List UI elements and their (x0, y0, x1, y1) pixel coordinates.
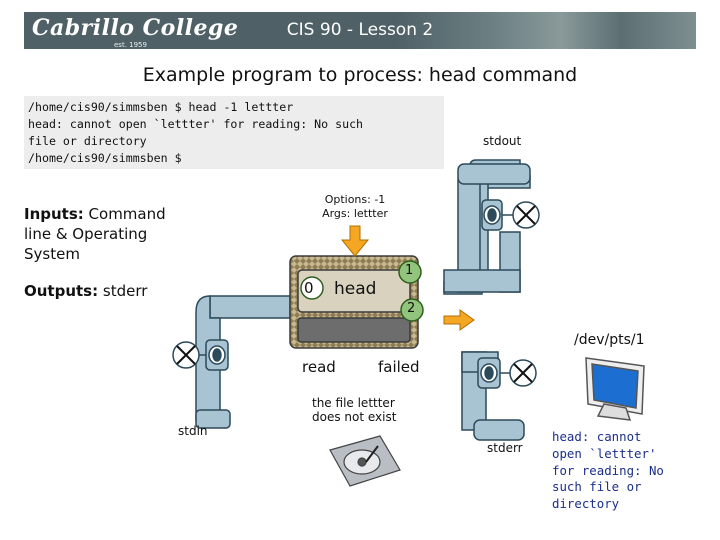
stdout-label: stdout (483, 134, 522, 148)
banner: Cabrillo College est. 1959 CIS 90 - Less… (24, 12, 696, 49)
dev-pts-label: /dev/pts/1 (574, 332, 645, 348)
college-logo-est: est. 1959 (114, 41, 147, 49)
stderr-line: for reading: No (552, 462, 664, 478)
stdout-pipe-main (443, 163, 531, 293)
stdin-valve (172, 339, 229, 371)
stderr-message: head: cannot open `lettter' for reading:… (552, 429, 712, 513)
options-label: Options: -1 Args: lettter (300, 193, 410, 221)
fd-1-label: 1 (405, 263, 414, 278)
inputs-label: Inputs: (24, 205, 84, 223)
stderr-arrow (443, 309, 475, 331)
lesson-title: CIS 90 - Lesson 2 (286, 20, 434, 40)
stderr-line: head: cannot (552, 429, 642, 444)
slide-heading: Example program to process: head command (142, 64, 578, 86)
failed-label: failed (378, 358, 420, 376)
inputs-text-line2: line & Operating (24, 225, 148, 243)
stderr-valve (477, 357, 537, 389)
monitor-icon (585, 357, 645, 421)
inputs-text-line3: System (24, 245, 80, 263)
file-note-line1: the file lettter (312, 396, 395, 410)
stderr-label: stderr (487, 441, 523, 455)
options-arrow (340, 225, 370, 257)
stderr-line: such file or (552, 479, 642, 495)
args-line: Args: lettter (322, 207, 388, 220)
read-label: read (302, 358, 336, 376)
stderr-line: directory (552, 496, 620, 512)
hard-drive-icon (329, 435, 401, 487)
program-name: head (334, 279, 377, 299)
inputs-annotation: Inputs: Command line & Operating System (24, 204, 204, 264)
terminal-text: /home/cis90/simmsben $ head -1 lettter h… (24, 96, 444, 170)
program-box (289, 255, 419, 349)
college-logo: Cabrillo College (32, 15, 239, 41)
outputs-text: stderr (98, 282, 148, 300)
inputs-text: Command (83, 205, 166, 223)
terminal-line: /home/cis90/simmsben $ (28, 151, 182, 165)
stderr-line: open `lettter' (552, 445, 657, 461)
terminal-line: file or directory (28, 134, 147, 148)
fd-0-label: 0 (304, 279, 314, 297)
fd-2-label: 2 (407, 301, 416, 316)
fd-circles (300, 260, 424, 322)
stdout-valve (481, 199, 540, 231)
terminal-output: /home/cis90/simmsben $ head -1 lettter h… (24, 96, 444, 169)
options-line: Options: -1 (324, 193, 386, 206)
campus-photo (396, 12, 696, 49)
stdin-label: stdin (178, 424, 208, 438)
outputs-label: Outputs: (24, 282, 99, 300)
terminal-line: head: cannot open `lettter' for reading:… (28, 117, 364, 131)
terminal-line: /home/cis90/simmsben $ head -1 lettter (28, 100, 294, 114)
file-note-line2: does not exist (312, 410, 397, 424)
file-note: the file lettter does not exist (312, 396, 396, 424)
outputs-annotation: Outputs: stderr (24, 281, 147, 301)
